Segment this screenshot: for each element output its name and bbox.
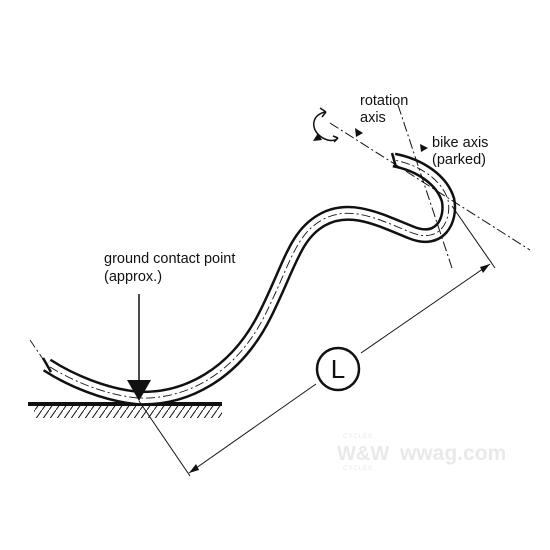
kickstand: [29, 152, 457, 406]
ground-hatching: [34, 405, 222, 418]
ground-contact-arrow: [127, 294, 151, 401]
length-symbol-circle: [315, 346, 361, 392]
watermark-logo: W&W: [337, 443, 389, 465]
watermark-tagline-top: CYCLES: [343, 434, 373, 440]
rotation-axis-label-line2: axis: [360, 110, 386, 126]
bike-axis-pointer-icon: [420, 144, 428, 152]
bike-axis-label-line1: bike axis: [432, 135, 488, 151]
length-symbol: L: [331, 354, 345, 384]
watermark-tagline-bottom: CYCLES: [343, 466, 373, 472]
rotation-axis-pointer-icon: [355, 128, 363, 137]
watermark: CYCLES W&W wwag.com CYCLES: [337, 434, 506, 472]
length-dimension-line-upper: [360, 263, 491, 354]
rotation-indicator-icon: [313, 107, 339, 143]
ground-contact-label-line2: (approx.): [104, 269, 162, 285]
ground-contact-label-line1: ground contact point: [104, 251, 235, 267]
rotation-axis-label-line1: rotation: [360, 93, 408, 109]
length-arrowhead-upper-icon: [480, 264, 490, 273]
bike-axis-line: [397, 104, 453, 269]
length-extension-line-foot: [138, 400, 191, 477]
length-dimension-line-lower: [188, 383, 317, 474]
ground: [28, 402, 222, 418]
length-extension-line-pivot: [451, 205, 496, 269]
bike-axis-label-line2: (parked): [432, 152, 486, 168]
watermark-url: wwag.com: [399, 442, 506, 465]
rotation-axis-line: [329, 122, 531, 251]
length-dimension: L: [138, 205, 496, 477]
length-arrowhead-lower-icon: [189, 464, 199, 473]
